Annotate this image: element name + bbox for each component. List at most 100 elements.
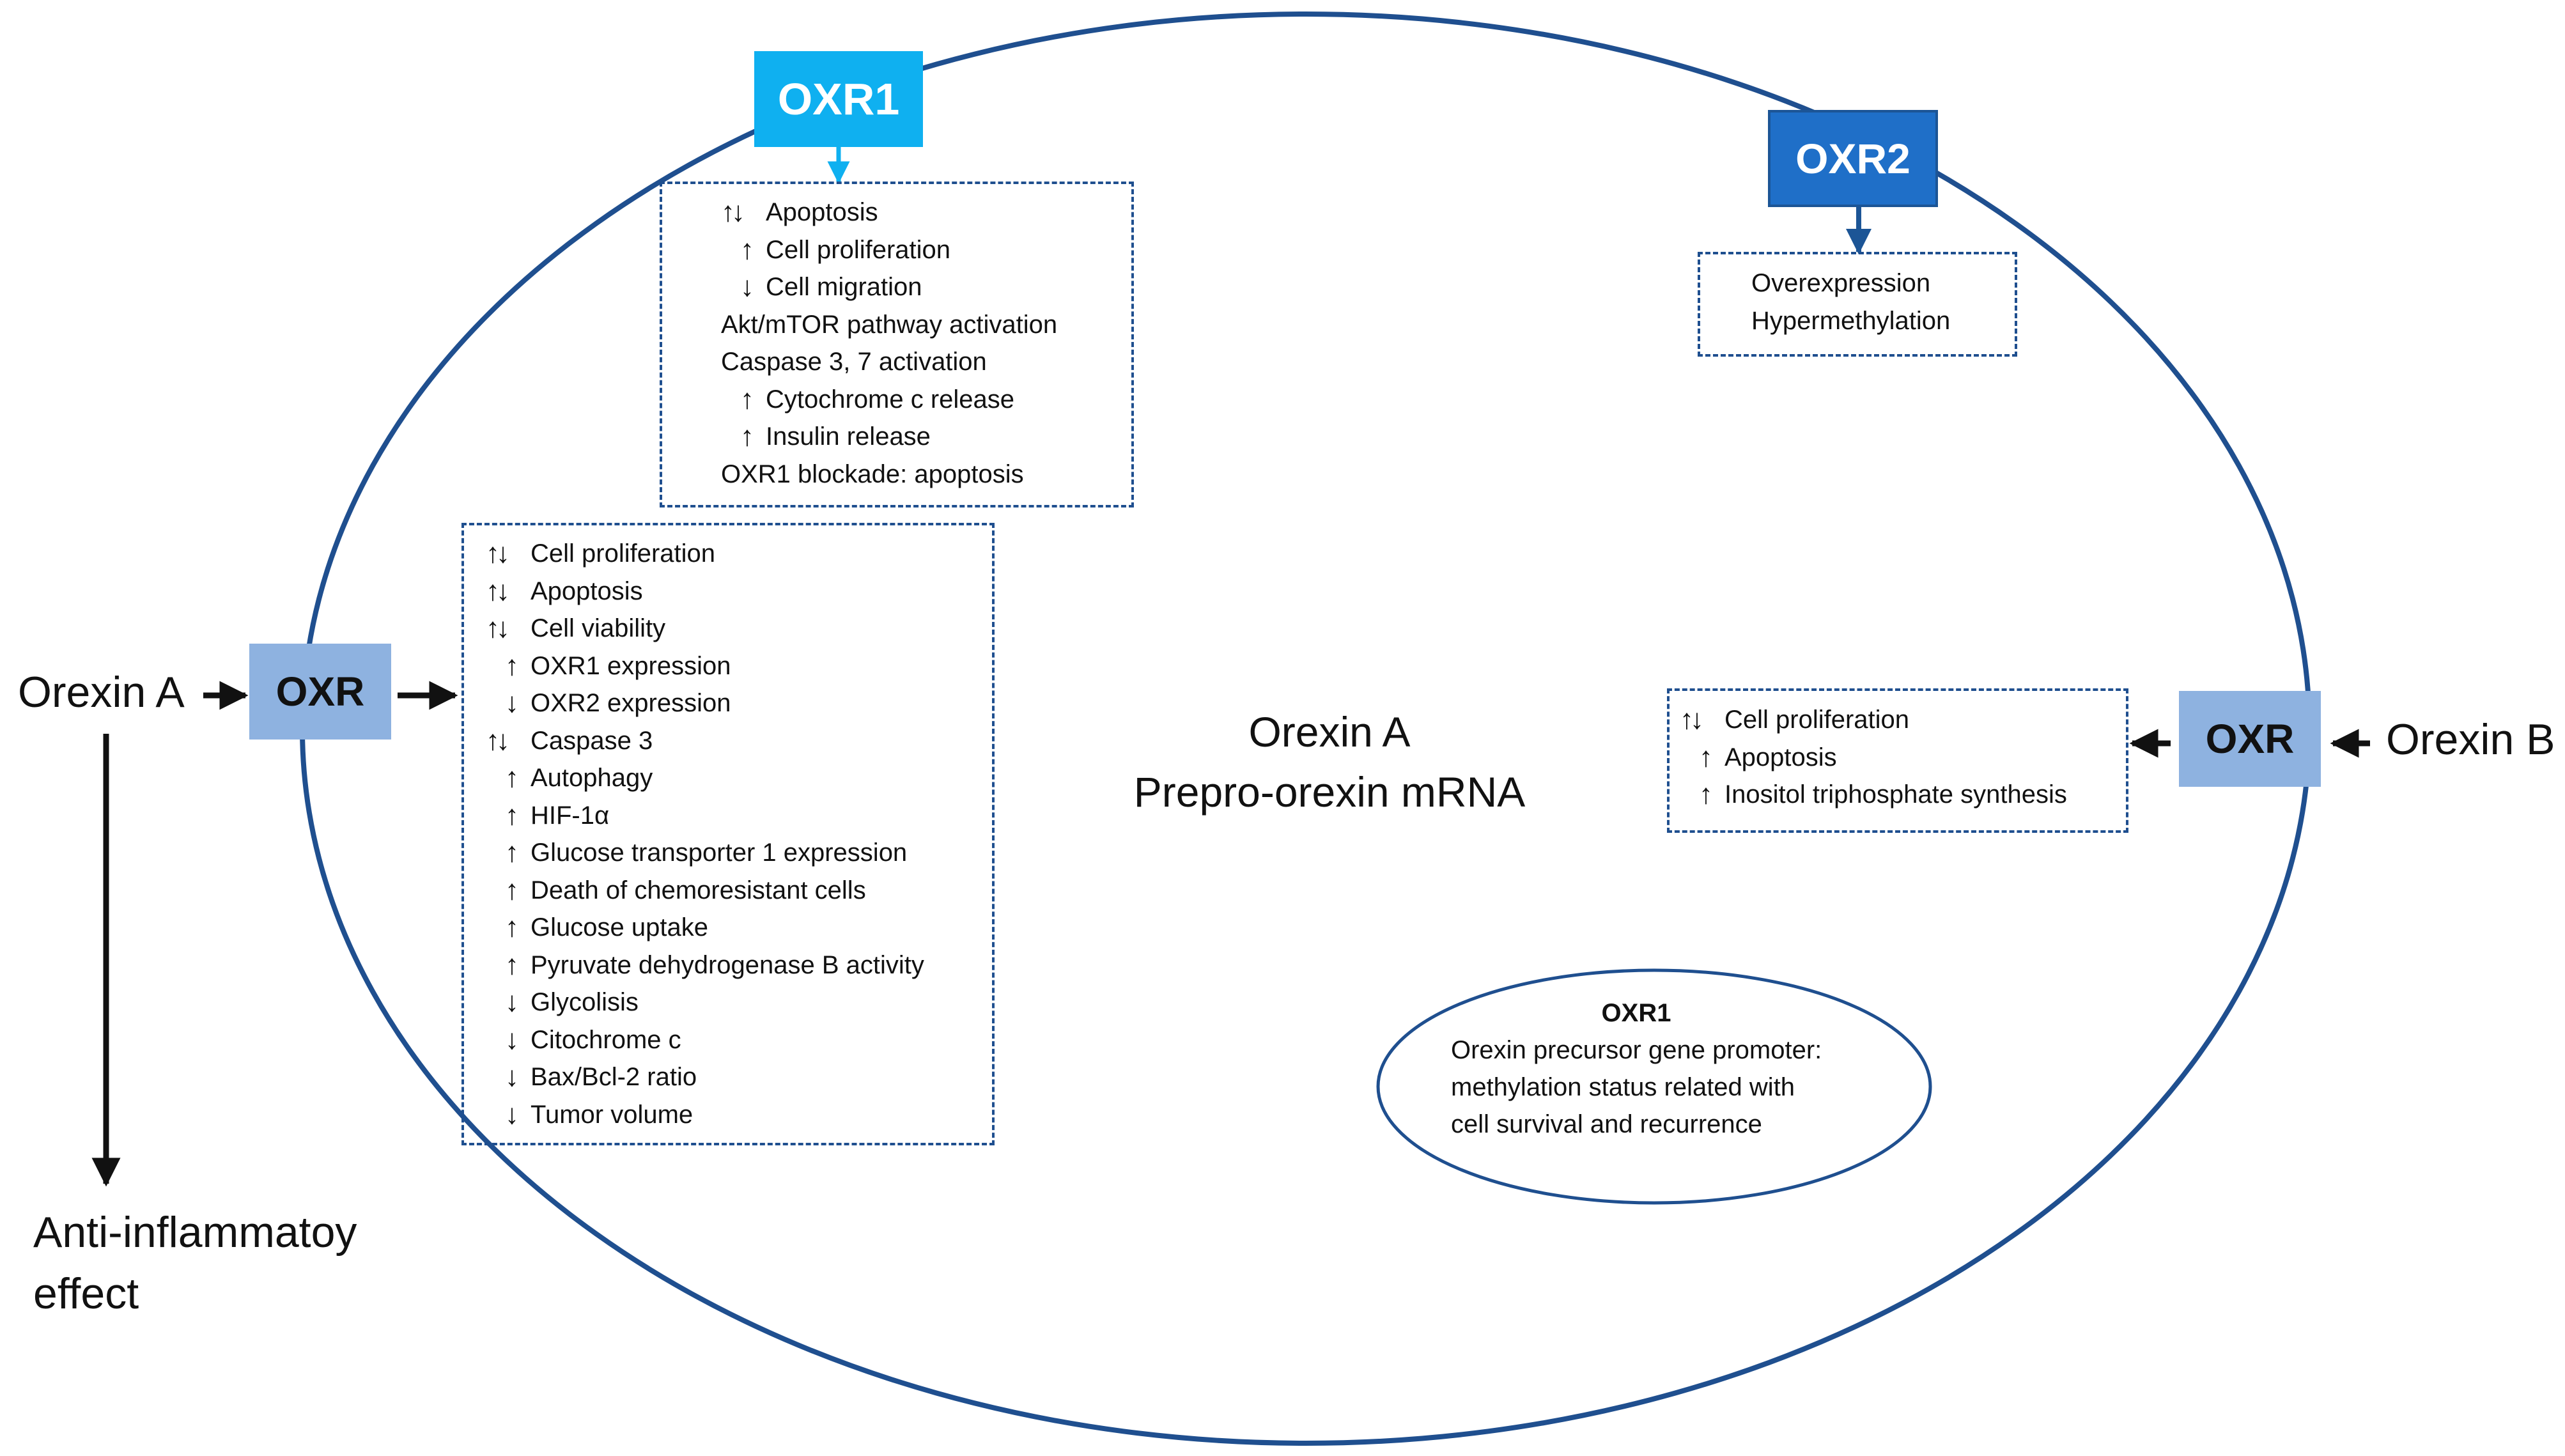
orexin-a-label: Orexin A [18,668,185,716]
list-item: ↑ Glucose uptake [486,909,924,947]
list-item: ↑↓Caspase 3 [486,722,924,760]
list-item-text: Apoptosis [531,577,643,605]
list-item: ↓ Glycolisis [486,984,924,1021]
list-item-text: Hypermethylation [1751,306,1951,335]
oxr-right-label: OXR [2205,716,2295,762]
list-item: ↑ Apoptosis [1680,739,2067,777]
list-item-text: Cytochrome c release [766,385,1015,414]
list-item-text: Cell migration [766,273,922,301]
arrow-indicator: ↑ [740,233,754,265]
list-item-text: Tumor volume [531,1100,694,1129]
list-item: Overexpression [1751,265,1950,302]
right-effects-box [1667,688,2128,833]
arrow-indicator: ↓ [505,986,519,1018]
oxr2-effects-box [1698,252,2017,357]
list-item: ↓ OXR2 expression [486,685,924,722]
arrow-indicator: ↑↓ [486,612,510,644]
list-item-text: Death of chemoresistant cells [531,876,866,904]
list-item-text: Glucose transporter 1 expression [531,839,908,867]
list-item: ↓ Cell migration [721,268,1057,306]
list-item-text: OXR2 expression [531,689,731,717]
center-line2: Prepro-orexin mRNA [1133,768,1526,816]
list-item: OXR1 blockade: apoptosis [721,456,1057,493]
list-item-text: Cell proliferation [1724,706,1910,734]
list-item-text: Pyruvate dehydrogenase B activity [531,950,924,979]
list-item: ↑↓Cell proliferation [1680,701,2067,739]
left-effects-list: ↑↓Cell proliferation ↑↓Apoptosis ↑↓Cell … [486,535,924,1133]
list-item: ↓ Tumor volume [486,1096,924,1134]
oxr1-label: OXR1 [777,74,900,124]
arrow-indicator: ↑ [505,799,519,831]
oxr-left-receptor-box: OXR [249,644,391,740]
orexin-b-label: Orexin B [2386,715,2555,764]
list-item: ↑↓Apoptosis [721,194,1057,231]
arrow-indicator: ↑ [740,383,754,415]
arrow-indicator: ↓ [505,687,519,718]
list-item: ↑ Pyruvate dehydrogenase B activity [486,947,924,984]
list-item-text: OXR1 blockade: apoptosis [721,460,1024,488]
list-item-text: Insulin release [766,422,931,451]
inner-oval [1376,968,1932,1205]
list-item-text: OXR1 expression [531,651,731,680]
list-item-text: Akt/mTOR pathway activation [721,310,1058,339]
list-item: ↑ Insulin release [721,418,1057,456]
oxr1-receptor-box: OXR1 [754,51,923,147]
list-item: ↑↓ Cell proliferation [486,535,924,573]
inner-oval-title: OXR1 [1601,999,1671,1027]
list-item-text: HIF-1α [531,801,610,830]
list-item: Caspase 3, 7 activation [721,343,1057,381]
list-item-text: Caspase 3, 7 activation [721,348,987,376]
list-item: ↓Citochrome c [486,1021,924,1059]
list-item-text: Bax/Bcl-2 ratio [531,1063,697,1091]
list-item: ↑ Cell proliferation [721,231,1057,269]
list-item: ↑ Inositol triphosphate synthesis [1680,776,2067,814]
list-item: ↑ Death of chemoresistant cells [486,872,924,910]
arrow-indicator: ↑ [505,649,519,681]
arrow-indicator: ↑ [1699,778,1713,810]
arrow-indicator: ↑ [1699,741,1713,773]
arrow-indicator: ↑ [505,874,519,906]
list-item: ↑↓ Cell viability [486,610,924,647]
arrow-indicator: ↑ [505,911,519,943]
list-item-text: Cell viability [531,614,666,642]
list-item-text: Overexpression [1751,269,1931,297]
arrow-indicator: ↑↓ [486,538,510,569]
oxr-right-receptor-box: OXR [2179,691,2321,787]
list-item: ↑ HIF-1α [486,797,924,835]
list-item: ↑ OXR1 expression [486,647,924,685]
list-item-text: Glucose uptake [531,913,708,941]
anti-inflammatory-line2: effect [33,1269,139,1318]
list-item-text: Caspase 3 [531,726,653,755]
list-item-text: Glycolisis [531,988,639,1016]
arrow-indicator: ↓ [505,1023,519,1055]
anti-inflammatory-label: Anti-inflammatoy effect [33,1202,357,1324]
inner-oval-line2: methylation status related with [1451,1073,1795,1101]
arrow-indicator: ↓ [505,1061,519,1092]
oxr2-label: OXR2 [1795,135,1910,182]
arrow-indicator: ↑ [505,949,519,980]
list-item-text: Inositol triphosphate synthesis [1724,780,2067,809]
list-item-text: Apoptosis [1724,743,1837,771]
oxr1-effects-list: ↑↓Apoptosis ↑ Cell proliferation ↓ Cell mi… [721,194,1057,493]
oxr2-receptor-box: OXR2 [1768,110,1938,207]
arrow-indicator: ↓ [740,271,754,302]
right-effects-list: ↑↓Cell proliferation ↑ Apoptosis ↑ Inosito… [1680,701,2067,814]
arrow-indicator: ↑ [740,421,754,452]
arrow-indicator: ↑↓ [486,575,510,607]
list-item-text: Cell proliferation [531,539,716,568]
arrow-indicator: ↑ [505,837,519,868]
center-label: Orexin A Prepro-orexin mRNA [1087,702,1572,822]
list-item: ↑ Cytochrome c release [721,381,1057,419]
arrow-indicator: ↑↓ [721,196,745,228]
list-item-text: Autophagy [531,764,653,792]
inner-oval-line1: Orexin precursor gene promoter: [1451,1036,1822,1064]
oxr-left-label: OXR [275,669,365,715]
arrow-indicator: ↓ [505,1098,519,1130]
inner-oval-line3: cell survival and recurrence [1451,1110,1762,1138]
list-item: ↑Autophagy [486,759,924,797]
list-item: ↑ Glucose transporter 1 expression [486,834,924,872]
inner-oval-text: OXR1 Orexin precursor gene promoter: met… [1451,995,1847,1143]
list-item: Akt/mTOR pathway activation [721,306,1057,344]
list-item-text: Cell proliferation [766,235,951,264]
center-line1: Orexin A [1248,708,1411,755]
